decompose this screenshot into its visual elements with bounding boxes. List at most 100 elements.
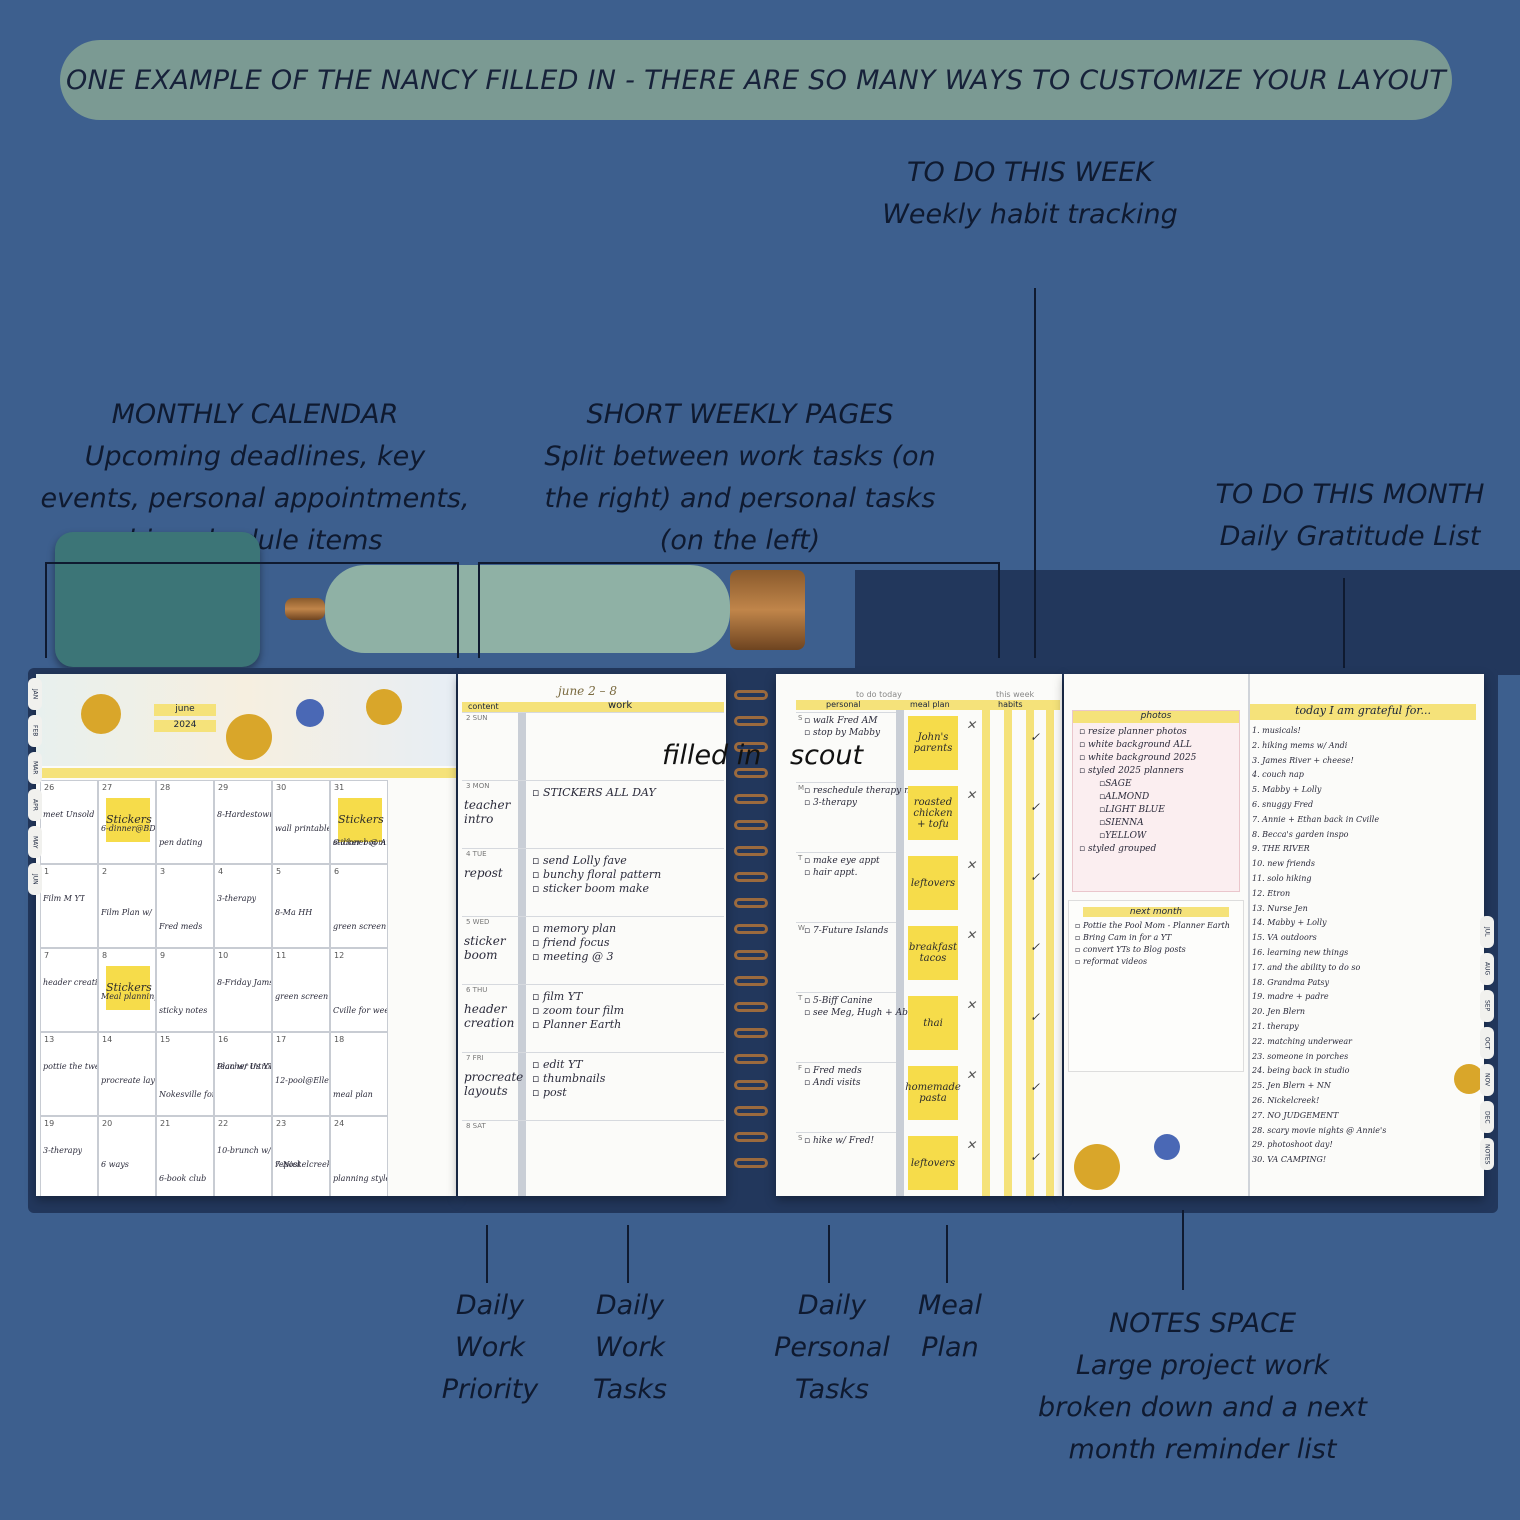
habit-mark: ✓ [1030, 870, 1041, 884]
bracket-weekly-right [998, 562, 1000, 658]
pointer-work-priority [486, 1225, 488, 1283]
photos-list-item: ▫YELLOW [1099, 831, 1147, 841]
calendar-day-cell: 4 [214, 864, 272, 948]
calendar-day-number: 18 [334, 1035, 345, 1044]
photos-list-item: ▫SIENNA [1099, 818, 1144, 828]
personal-task-item: ▫ Fred meds [804, 1066, 862, 1076]
callout-todo-month: TO DO THIS MONTH Daily Gratitude List [1190, 474, 1510, 558]
calendar-day-cell: 20 [98, 1116, 156, 1196]
spiral-ring [734, 872, 768, 882]
spiral-ring [734, 768, 768, 778]
pointer-work-tasks [627, 1225, 629, 1283]
next-month-item: ▫ convert YTs to Blog posts [1075, 945, 1186, 954]
month-tab: APR [28, 789, 42, 821]
sticky-note: Stickers [338, 798, 384, 842]
calendar-note: planning style [333, 1174, 387, 1183]
calendar-note: 10-brunch w/ A [217, 1146, 271, 1155]
photos-list-item: ▫ styled grouped [1079, 844, 1157, 854]
calendar-note: Film Plan w/ US YT [101, 908, 155, 917]
calendar-day-number: 1 [44, 867, 50, 876]
spiral-ring [734, 846, 768, 856]
habit-mark: ✓ [1030, 1010, 1041, 1024]
content-col-label: content [468, 702, 499, 711]
callout-todo-month-body: Daily Gratitude List [1219, 521, 1481, 552]
calendar-note: meal plan [333, 1090, 373, 1099]
callout-todo-week-title: TO DO THIS WEEK [907, 157, 1153, 188]
grateful-item: 11. solo hiking [1252, 874, 1312, 883]
notes-page: photos ▫ resize planner photos ▫ white ba… [1064, 674, 1484, 1196]
work-task-item: ▫ meeting @ 3 [532, 950, 614, 963]
meal-sticky-note: leftovers [908, 1136, 958, 1190]
work-day-label: 2 SUN [466, 714, 488, 722]
grateful-item: 15. VA outdoors [1252, 933, 1317, 943]
grateful-item: 28. scary movie nights @ Annie's [1252, 1125, 1387, 1135]
pointer-todo-month [1343, 578, 1345, 682]
calendar-day-cell: 23 [272, 1116, 330, 1196]
photos-list-item: ▫ white background ALL [1079, 740, 1192, 750]
next-month-item: ▫ reformat videos [1075, 957, 1148, 966]
calendar-note: 12-pool@Ellen [275, 1076, 329, 1085]
work-day-label: 6 THU [466, 986, 488, 994]
photos-list-item: ▫LIGHT BLUE [1099, 805, 1165, 815]
work-day-row [462, 712, 724, 781]
photos-list-item: ▫ resize planner photos [1079, 727, 1187, 737]
calendar-day-number: 9 [160, 951, 166, 960]
meal-sticky-note: thai [908, 996, 958, 1050]
calendar-day-number: 3 [160, 867, 166, 876]
spiral-ring [734, 1080, 768, 1090]
callout-meal-plan: Meal Plan [918, 1290, 982, 1363]
meal-sticky-note: leftovers [908, 856, 958, 910]
calendar-note: 6-dinner@BD [101, 824, 155, 833]
work-task-item: ▫ friend focus [532, 936, 610, 949]
calendar-day-number: 5 [276, 867, 282, 876]
photos-list-item: ▫ALMOND [1099, 792, 1150, 802]
work-priority-text: header creation [464, 1002, 515, 1030]
spiral-ring [734, 976, 768, 986]
calendar-note: teacher intro [217, 1062, 271, 1071]
calendar-day-number: 27 [102, 783, 113, 792]
thistle-icon [1154, 1134, 1180, 1160]
photos-title: photos [1073, 711, 1239, 723]
month-tab: JUL [1480, 916, 1494, 948]
habit-mark: ✕ [966, 788, 977, 802]
meal-col-label: meal plan [910, 700, 950, 709]
notes-divider [1248, 674, 1250, 1196]
work-day-label: 3 MON [466, 782, 490, 790]
personal-day-row [796, 992, 896, 1063]
personal-day-row [796, 1062, 896, 1133]
month-tab: DEC [1480, 1101, 1494, 1133]
spiral-ring [734, 1132, 768, 1142]
calendar-day-number: 17 [276, 1035, 287, 1044]
callout-todo-month-title: TO DO THIS MONTH [1215, 479, 1485, 510]
calendar-note: 8-Hardestown [217, 810, 271, 819]
calendar-day-cell: 5 [272, 864, 330, 948]
calendar-day-number: 2 [102, 867, 108, 876]
personal-task-item: ▫ see Meg, Hugh + Abbi [804, 1008, 917, 1018]
grateful-item: 29. photoshoot day! [1252, 1140, 1333, 1150]
work-day-row [462, 1120, 724, 1189]
callout-notes-body: Large project work broken down and a nex… [1038, 1350, 1367, 1465]
calendar-day-cell: 19 [40, 1116, 98, 1196]
personal-day-row [796, 852, 896, 923]
month-label: june [154, 704, 216, 716]
meal-sticky-note: roasted chicken + tofu [908, 786, 958, 840]
personal-day-row [796, 1132, 896, 1196]
callout-notes-title: NOTES SPACE [1108, 1308, 1297, 1339]
grateful-item: 22. matching underwear [1252, 1036, 1353, 1046]
calendar-note: Film M YT [43, 894, 86, 903]
calendar-day-number: 8 [102, 951, 108, 960]
grateful-item: 5. Mabby + Lolly [1252, 785, 1322, 795]
flower-icon [1074, 1144, 1120, 1190]
habits-col-label: habits [998, 700, 1023, 709]
bracket-weekly [478, 562, 1000, 564]
vintage-tin-image [55, 532, 260, 667]
calendar-day-number: 20 [102, 1119, 113, 1128]
calendar-day-cell: 14 [98, 1032, 156, 1116]
work-task-item: ▫ sticker boom make [532, 882, 650, 895]
pointer-todo-week [1034, 288, 1036, 658]
calendar-note: 8-Friday Jams [217, 978, 271, 987]
grateful-item: 18. Grandma Patsy [1252, 977, 1330, 987]
work-task-item: ▫ thumbnails [532, 1072, 606, 1085]
